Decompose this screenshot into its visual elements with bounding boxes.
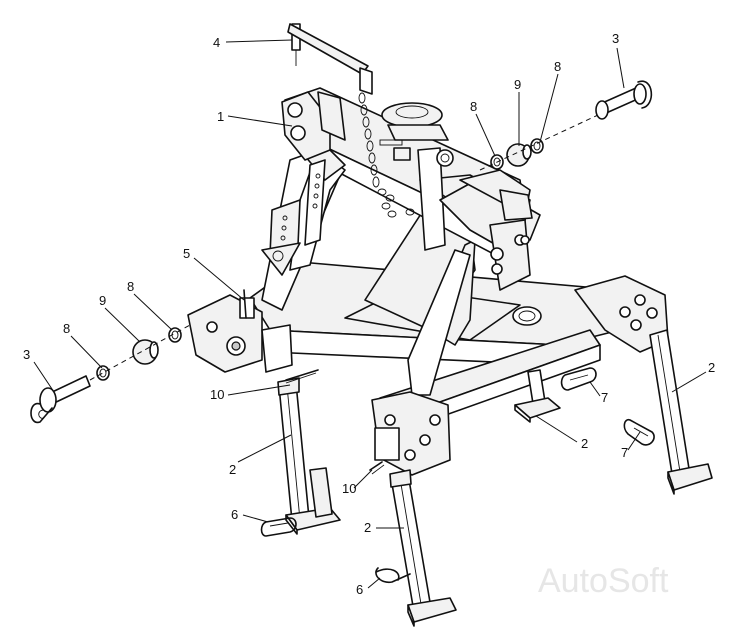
callout-2-right: 2: [708, 360, 715, 375]
washer-8-right-outer-hole: [533, 141, 541, 151]
callout-2-center: 2: [581, 436, 588, 451]
leg-stand-left: [277, 377, 341, 535]
split-pin-10-front: [369, 461, 385, 475]
callout-7-upper: 7: [601, 390, 608, 405]
assembly-line-left: [89, 324, 191, 381]
ball-9-right: [506, 143, 532, 167]
callout-5: 5: [183, 246, 190, 261]
callout-1: 1: [217, 109, 224, 124]
callout-3-left: 3: [23, 347, 30, 362]
hitch-pin-right: [595, 80, 653, 120]
r-clip-6-lower: [375, 567, 411, 584]
callout-6-lower: 6: [356, 582, 363, 597]
assembly-line-right: [479, 114, 599, 171]
split-pin-10-left: [285, 369, 319, 384]
leg-stand-center: [514, 369, 561, 423]
callout-10-front: 10: [342, 481, 356, 496]
callout-6-upper: 6: [231, 507, 238, 522]
callout-8-left-inner: 8: [127, 279, 134, 294]
watermark: AutoSoft: [538, 562, 669, 600]
callout-2-front: 2: [364, 520, 371, 535]
callout-8-left-outer: 8: [63, 321, 70, 336]
washer-8-right-inner-hole: [493, 157, 501, 167]
r-clip-7-lower: [623, 418, 655, 446]
washer-8-left-outer-hole: [99, 368, 107, 378]
callout-labels: 4 1 5 3 8 9 8 3 8 9 8 10 2 6 10 2 6 2 7 …: [23, 31, 715, 597]
callout-8-right-outer: 8: [554, 59, 561, 74]
callout-3-right: 3: [612, 31, 619, 46]
hitch-pin-left: [30, 375, 91, 424]
callout-10-left: 10: [210, 387, 224, 402]
leader-lines: [33, 39, 707, 589]
r-clip-6-upper: [260, 517, 297, 537]
ball-9-left: [132, 339, 159, 365]
callout-2-left: 2: [229, 462, 236, 477]
main-frame: [187, 87, 669, 476]
leg-stand-right: [649, 329, 713, 495]
callout-9-left: 9: [99, 293, 106, 308]
washer-8-left-outer: [96, 365, 110, 381]
callout-4: 4: [213, 35, 220, 50]
callout-7-lower: 7: [621, 445, 628, 460]
chain-assembly: [287, 23, 415, 218]
callout-9-right: 9: [514, 77, 521, 92]
leg-stand-front: [389, 469, 457, 627]
callout-8-right-inner: 8: [470, 99, 477, 114]
